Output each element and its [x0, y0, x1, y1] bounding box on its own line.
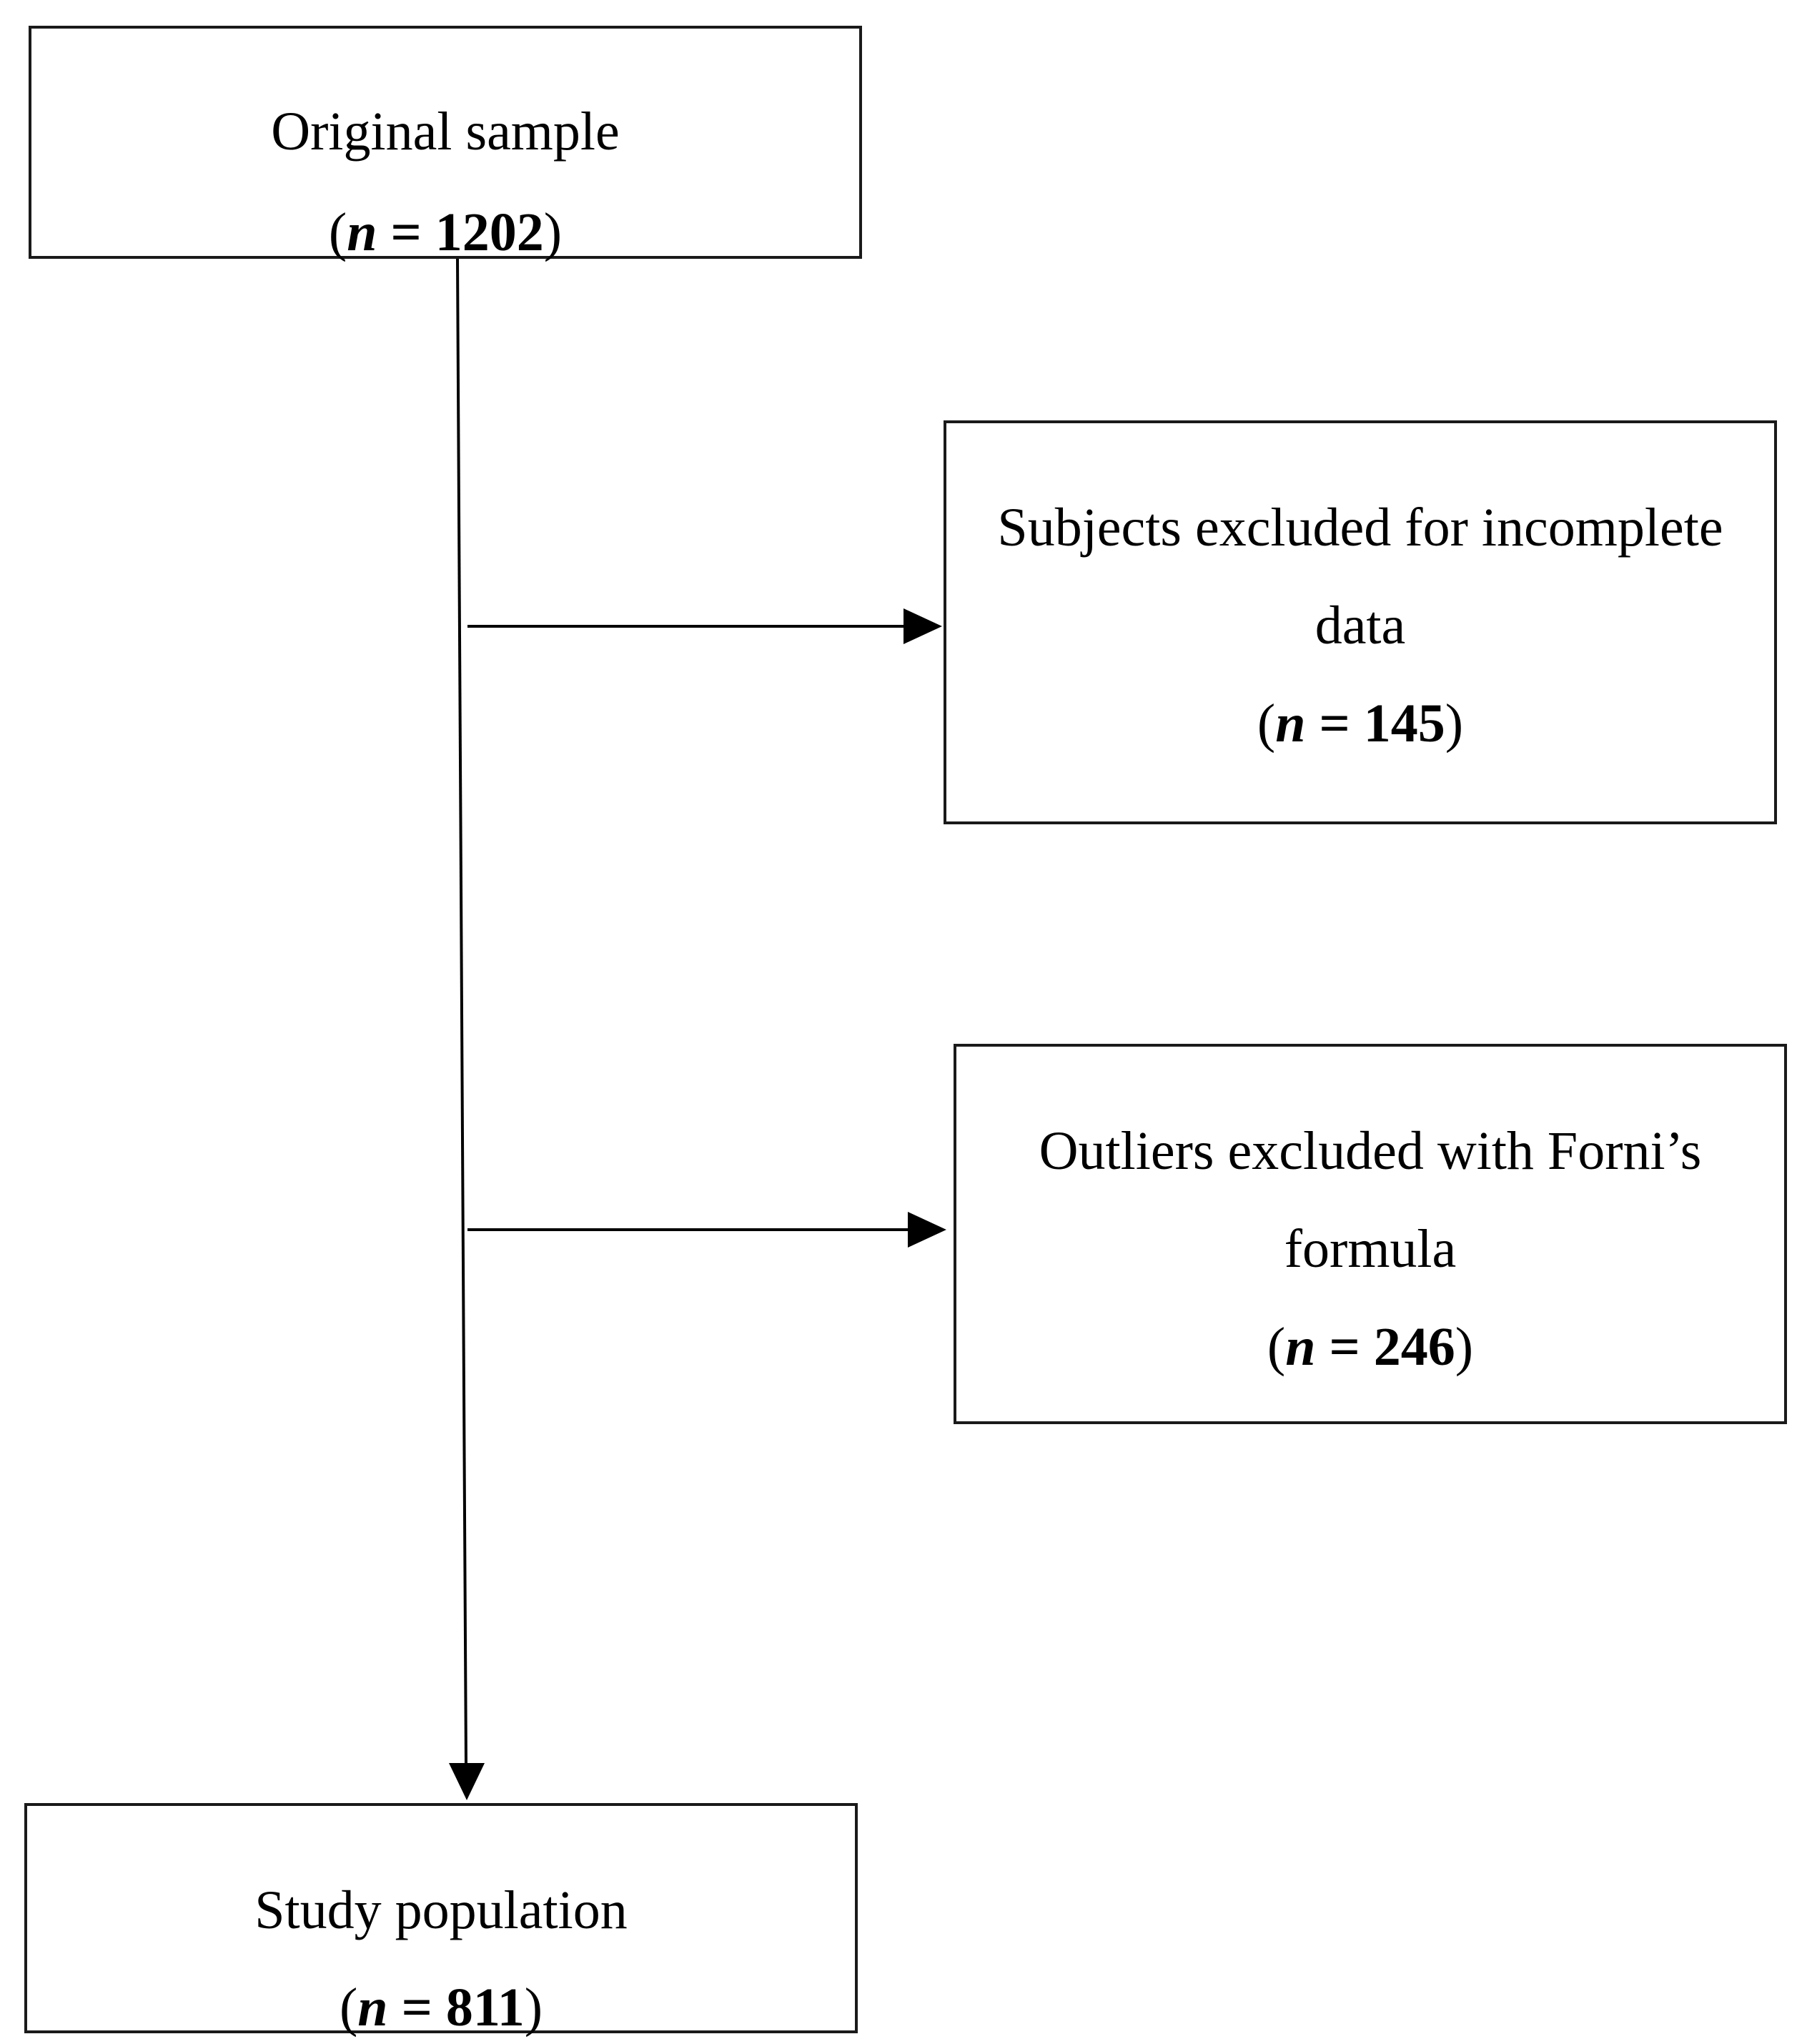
excluded-incomplete-data-box: Subjects excluded for incomplete data (n…: [944, 420, 1777, 824]
outliers-label-line1: Outliers excluded with Forni’s: [1039, 1121, 1702, 1181]
arrowhead-to-study-population: [449, 1763, 485, 1800]
original-sample-count: (n = 1202): [328, 202, 563, 262]
excluded-incomplete-label-line1: Subjects excluded for incomplete: [997, 498, 1723, 558]
arrowhead-to-incomplete-data: [904, 608, 942, 644]
study-population-count: (n = 811): [339, 1978, 543, 2038]
outliers-excluded-box: Outliers excluded with Forni’s formula (…: [954, 1044, 1787, 1424]
excluded-incomplete-count: (n = 145): [1257, 693, 1464, 754]
original-sample-label: Original sample: [271, 102, 620, 162]
outliers-label-line2: formula: [1284, 1219, 1457, 1279]
outliers-count: (n = 246): [1267, 1317, 1474, 1377]
study-population-label: Study population: [254, 1880, 628, 1940]
excluded-incomplete-label-line2: data: [1315, 596, 1406, 656]
arrowhead-to-outliers: [908, 1212, 946, 1248]
main-flow-line: [456, 258, 467, 1767]
original-sample-box: Original sample (n = 1202): [29, 26, 862, 262]
study-population-box: Study population (n = 811): [24, 1803, 858, 2038]
